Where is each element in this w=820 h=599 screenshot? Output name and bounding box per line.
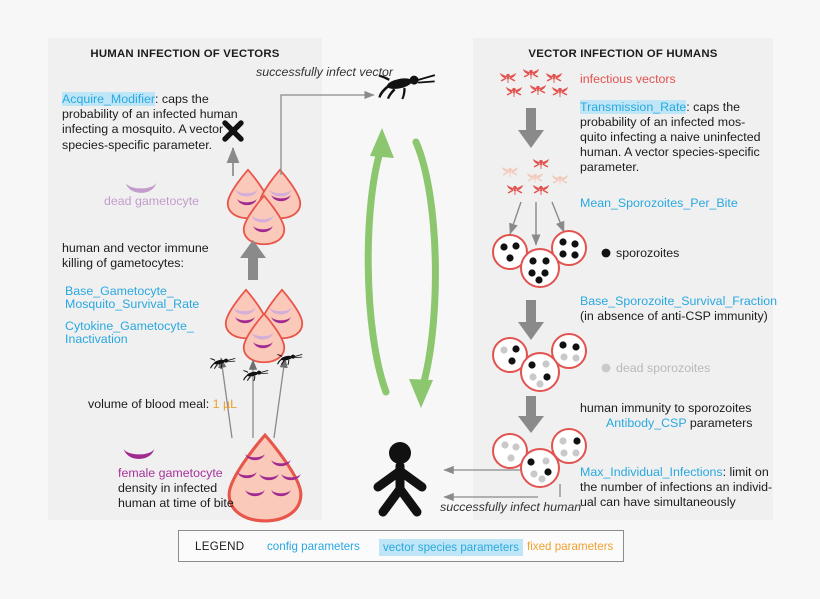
female-gametocyte-desc-line1: density in infected (118, 481, 218, 495)
transmission-rate-l4: human. A vector species-specific (580, 145, 760, 159)
param-cytokine-line1: Cytokine_Gametocyte_ (65, 319, 194, 333)
acquire-modifier-text: : caps the probability of an infected hu… (62, 92, 238, 152)
max-individual-infections-l1: : limit on (722, 465, 769, 479)
param-transmission-rate: Transmission_Rate (580, 100, 687, 114)
param-mean-sporozoites-per-bite: Mean_Sporozoites_Per_Bite (580, 196, 738, 210)
transmission-rate-l3: quito infecting a naive uninfected (580, 130, 761, 144)
transmission-rate-l2: probability of an infected mos- (580, 115, 746, 129)
dead-gametocyte-label: dead gametocyte (104, 194, 200, 208)
param-max-individual-infections: Max_Individual_Infections (580, 465, 723, 479)
max-individual-infections-l2: the number of infections an individ- (580, 480, 773, 494)
sporozoites-legend-label: sporozoites (616, 246, 680, 260)
infectious-vectors-label: infectious vectors (580, 72, 676, 86)
base-sporozoite-note: (in absence of anti-CSP immunity) (580, 309, 768, 323)
antibody-csp-line: Antibody_CSP parameters (606, 416, 753, 431)
blood-meal-line: volume of blood meal: 1 µL (88, 397, 237, 412)
female-gametocyte-label: female gametocyte (118, 466, 223, 480)
female-gametocyte-desc-line2: human at time of bite (118, 496, 234, 510)
transmission-rate-block: Transmission_Rate: caps the (580, 100, 776, 115)
legend: LEGEND config parameters vector species … (178, 530, 624, 562)
param-base-sporozoite-survival-fraction: Base_Sporozoite_Survival_Fraction (580, 294, 777, 308)
transmission-rate-l1: : caps the (686, 100, 741, 114)
human-immunity-line: human immunity to sporozoites (580, 401, 752, 415)
legend-fixed-parameters: fixed parameters (527, 540, 614, 553)
panel-right-title: VECTOR INFECTION OF HUMANS (528, 48, 718, 60)
max-individual-infections-block: Max_Individual_Infections: limit on (580, 465, 780, 480)
max-individual-infections-l3: ual can have simultaneously (580, 495, 736, 509)
param-antibody-csp: Antibody_CSP (606, 416, 687, 430)
cycle-arrowheads (370, 128, 433, 408)
immune-killing-heading-line1: human and vector immune (62, 241, 209, 255)
param-cytokine-line2: Inactivation (65, 332, 128, 346)
blood-meal-value: 1 µL (212, 397, 238, 411)
legend-config-parameters: config parameters (267, 540, 360, 553)
human-figure-icon (373, 442, 427, 517)
successfully-infect-human-label: successfully infect human (440, 500, 582, 514)
immune-killing-heading-line2: killing of gametocytes: (62, 256, 184, 270)
panel-left-title: HUMAN INFECTION OF VECTORS (90, 48, 280, 60)
legend-vector-species-parameters: vector species parameters (379, 539, 523, 556)
cycle-arrows (364, 138, 439, 396)
successfully-infect-vector-label: successfully infect vector (256, 65, 394, 79)
legend-title: LEGEND (195, 540, 245, 553)
blood-meal-label: volume of blood meal: (88, 397, 213, 411)
acquire-modifier-block: Acquire_Modifier: caps the probability o… (62, 92, 248, 153)
param-base-gametocyte-line1: Base_Gametocyte_ (65, 284, 174, 298)
param-base-gametocyte-line2: Mosquito_Survival_Rate (65, 297, 200, 311)
param-acquire-modifier: Acquire_Modifier (62, 92, 155, 106)
transmission-rate-l5: parameter. (580, 160, 640, 174)
dead-sporozoites-legend-label: dead sporozoites (616, 361, 711, 375)
antibody-csp-suffix: parameters (686, 416, 753, 430)
